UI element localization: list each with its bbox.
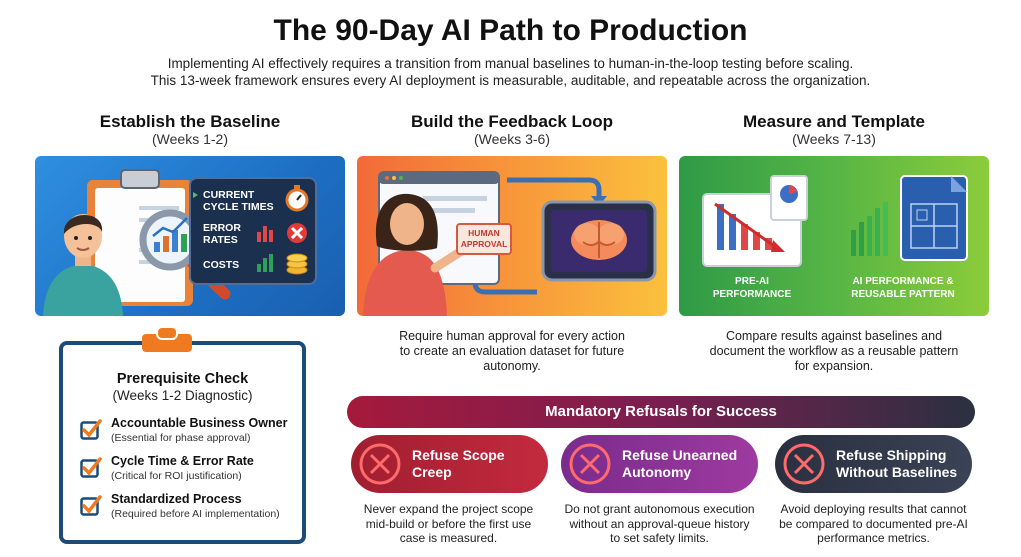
prerequisite-item-label: Cycle Time & Error Rate — [111, 454, 254, 468]
prerequisite-item-note: (Essential for phase approval) — [111, 432, 251, 444]
refusal-description-line: without an approval-queue history — [569, 516, 750, 531]
phase-title-measure: Measure and Template — [742, 112, 926, 131]
prohibited-icon — [783, 443, 825, 485]
metric-error-line2: RATES — [203, 234, 238, 246]
prerequisite-item-label: Accountable Business Owner — [111, 416, 288, 430]
refusal-scope-creep: Refuse Scope Creep — [351, 435, 548, 493]
refusal-label: Refuse Scope Creep — [412, 447, 505, 481]
refusal-description-line: mid-build or before the first use — [365, 516, 532, 531]
description-line: Require human approval for every action — [399, 329, 625, 343]
refusal-description-line: performance metrics. — [817, 531, 930, 545]
refusal-unearned-autonomy: Refuse Unearned Autonomy — [561, 435, 758, 493]
phase-weeks-baseline: (Weeks 1-2) — [152, 131, 228, 147]
measure-panel: PRE-AI PERFORMANCE AI PERFORMANCE & REUS… — [679, 156, 989, 316]
refusal-label-line: Autonomy — [622, 464, 692, 480]
description-line: to create an evaluation dataset for futu… — [399, 344, 625, 358]
measure-description: Compare results against baselines and do… — [679, 329, 989, 374]
prerequisite-item-label: Standardized Process — [111, 492, 242, 506]
baseline-illustration: CURRENT CYCLE TIMES ERROR RATES COSTS — [43, 169, 317, 316]
page-title: The 90-Day AI Path to Production — [273, 14, 748, 47]
prerequisite-item-note: (Critical for ROI justification) — [111, 470, 242, 482]
refusal-label-line: Creep — [412, 464, 452, 480]
refusal-label-line: Without Baselines — [836, 464, 958, 480]
refusal-description: Never expand the project scope mid-build… — [346, 502, 551, 546]
refusal-label-line: Refuse Unearned — [622, 447, 738, 463]
refusal-description-line: case is measured. — [399, 531, 498, 545]
refusal-label-line: Refuse Shipping — [836, 447, 947, 463]
refusal-label-line: Refuse Scope — [412, 447, 505, 463]
ai-label-line2: REUSABLE PATTERN — [851, 289, 955, 300]
prerequisite-board — [59, 341, 306, 544]
clipboard-clip-icon — [142, 326, 192, 352]
refusal-label: Refuse Unearned Autonomy — [622, 447, 737, 481]
refusal-description-line: be compared to documented pre-AI — [779, 516, 968, 531]
blueprint-icon — [900, 175, 968, 261]
feedback-description: Require human approval for every action … — [357, 329, 667, 374]
prerequisite-item-note: (Required before AI implementation) — [111, 508, 280, 520]
pre-ai-label-line2: PERFORMANCE — [713, 289, 792, 300]
refusal-description-line: to set safety limits. — [610, 531, 709, 545]
checkbox-icon — [80, 457, 102, 478]
refusal-description: Do not grant autonomous execution withou… — [557, 502, 762, 546]
description-line: autonomy. — [483, 359, 541, 373]
metric-cycle-line1: CURRENT — [203, 189, 255, 201]
phase-title-feedback: Build the Feedback Loop — [410, 112, 614, 131]
measure-illustration: PRE-AI PERFORMANCE AI PERFORMANCE & REUS… — [702, 175, 968, 300]
prerequisite-title: Prerequisite Check — [116, 371, 249, 387]
feedback-panel: HUMAN APPROVAL — [357, 156, 667, 316]
stopwatch-icon — [285, 185, 309, 212]
refusal-description: Avoid deploying results that cannot be c… — [771, 502, 976, 546]
refusals-banner: Mandatory Refusals for Success — [347, 396, 975, 428]
brain-icon — [571, 220, 627, 260]
metric-cycle-line2: CYCLE TIMES — [203, 201, 274, 213]
person-icon — [363, 193, 468, 316]
page-subtitle: Implementing AI effectively requires a t… — [60, 55, 961, 89]
checkbox-icon — [80, 495, 102, 516]
prohibited-icon — [569, 443, 611, 485]
baseline-panel: CURRENT CYCLE TIMES ERROR RATES COSTS — [35, 156, 345, 316]
description-line: document the workflow as a reusable patt… — [709, 344, 959, 358]
description-line: for expansion. — [794, 359, 874, 373]
subtitle-line: This 13-week framework ensures every AI … — [150, 73, 871, 88]
refusal-description-line: Never expand the project scope — [363, 502, 534, 516]
description-line: Compare results against baselines and — [725, 329, 943, 343]
person-icon — [43, 214, 123, 316]
checkbox-icon — [80, 419, 102, 440]
pre-ai-label-line1: PRE-AI — [735, 276, 769, 287]
approval-button-line2: APPROVAL — [461, 239, 508, 249]
prohibited-icon — [359, 443, 401, 485]
prerequisite-subtitle: (Weeks 1-2 Diagnostic) — [112, 388, 253, 403]
feedback-illustration: HUMAN APPROVAL — [363, 171, 657, 316]
metric-costs: COSTS — [203, 259, 239, 271]
ai-label-line1: AI PERFORMANCE & — [852, 276, 953, 287]
refusal-description-line: Do not grant autonomous execution — [564, 502, 755, 516]
phase-weeks-feedback: (Weeks 3-6) — [474, 131, 550, 147]
close-icon — [287, 223, 307, 243]
metric-error-line1: ERROR — [203, 222, 241, 234]
chart-up-icon — [851, 202, 888, 256]
coins-icon — [286, 253, 308, 275]
phase-weeks-measure: (Weeks 7-13) — [792, 131, 876, 147]
subtitle-line: Implementing AI effectively requires a t… — [167, 56, 854, 71]
chart-down-icon — [714, 202, 785, 252]
refusal-description-line: Avoid deploying results that cannot — [780, 502, 967, 516]
phase-title-baseline: Establish the Baseline — [99, 112, 281, 131]
approval-button-line1: HUMAN — [468, 228, 500, 238]
refusal-label: Refuse Shipping Without Baselines — [836, 447, 957, 481]
refusal-shipping-without-baselines: Refuse Shipping Without Baselines — [775, 435, 972, 493]
